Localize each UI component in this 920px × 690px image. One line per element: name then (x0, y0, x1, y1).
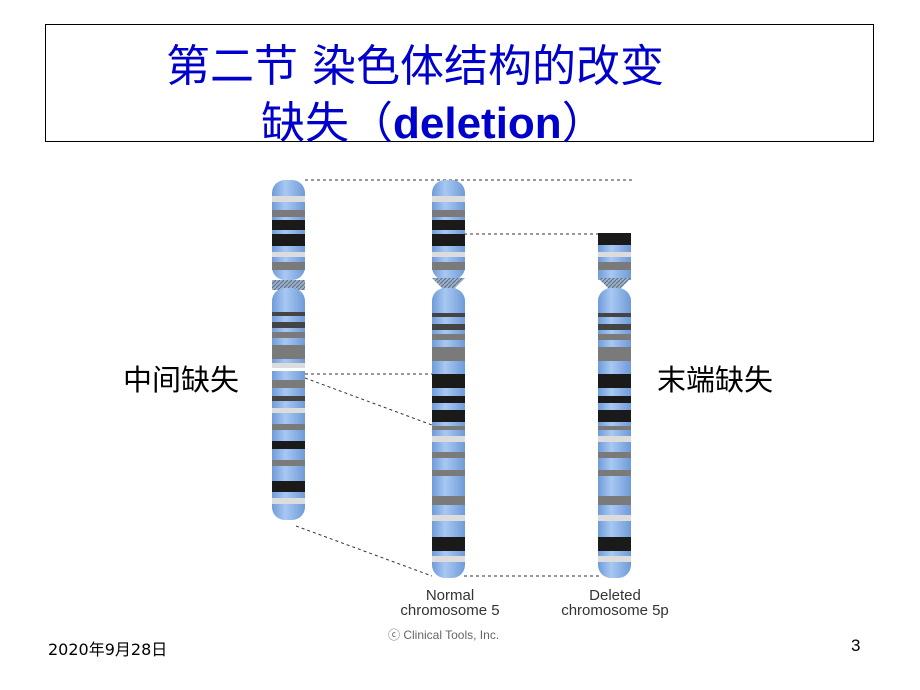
subtitle-prefix: 缺失（ (261, 98, 393, 149)
chromosome-normal (432, 180, 465, 578)
copyright-notice: ⓒ Clinical Tools, Inc. (388, 628, 500, 642)
chromosome-terminal-deletion (598, 233, 631, 578)
slide-title: 第二节 染色体结构的改变 (166, 41, 664, 92)
caption-normal-line1: Normal (425, 587, 475, 604)
subtitle-suffix: ） (561, 98, 606, 149)
chromosome-interstitial-deletion (272, 180, 305, 520)
subtitle-term: deletion (393, 99, 562, 148)
guide-bottom-left (295, 525, 433, 577)
caption-deleted-line2: chromosome 5p (561, 602, 669, 619)
label-terminal-deletion: 末端缺失 (657, 363, 774, 397)
slide-date: 2020年9月28日 (48, 640, 168, 659)
guide-interstitial-lower (304, 377, 433, 426)
bands-chrom1 (272, 196, 305, 504)
caption-normal-line2: chromosome 5 (400, 602, 500, 619)
label-interstitial-deletion: 中间缺失 (123, 363, 240, 397)
caption-normal: Normal chromosome 5 (370, 588, 530, 618)
slide-subtitle: 缺失（deletion） (261, 87, 606, 151)
page-number: 3 (851, 636, 861, 655)
bands-chrom2 (432, 196, 465, 562)
bands-chrom3 (598, 313, 631, 562)
caption-deleted: Deleted chromosome 5p (535, 588, 695, 618)
caption-deleted-line1: Deleted (589, 587, 641, 604)
guide-lines (295, 179, 632, 577)
title-box: 第二节 染色体结构的改变 缺失（deletion） (45, 24, 874, 149)
